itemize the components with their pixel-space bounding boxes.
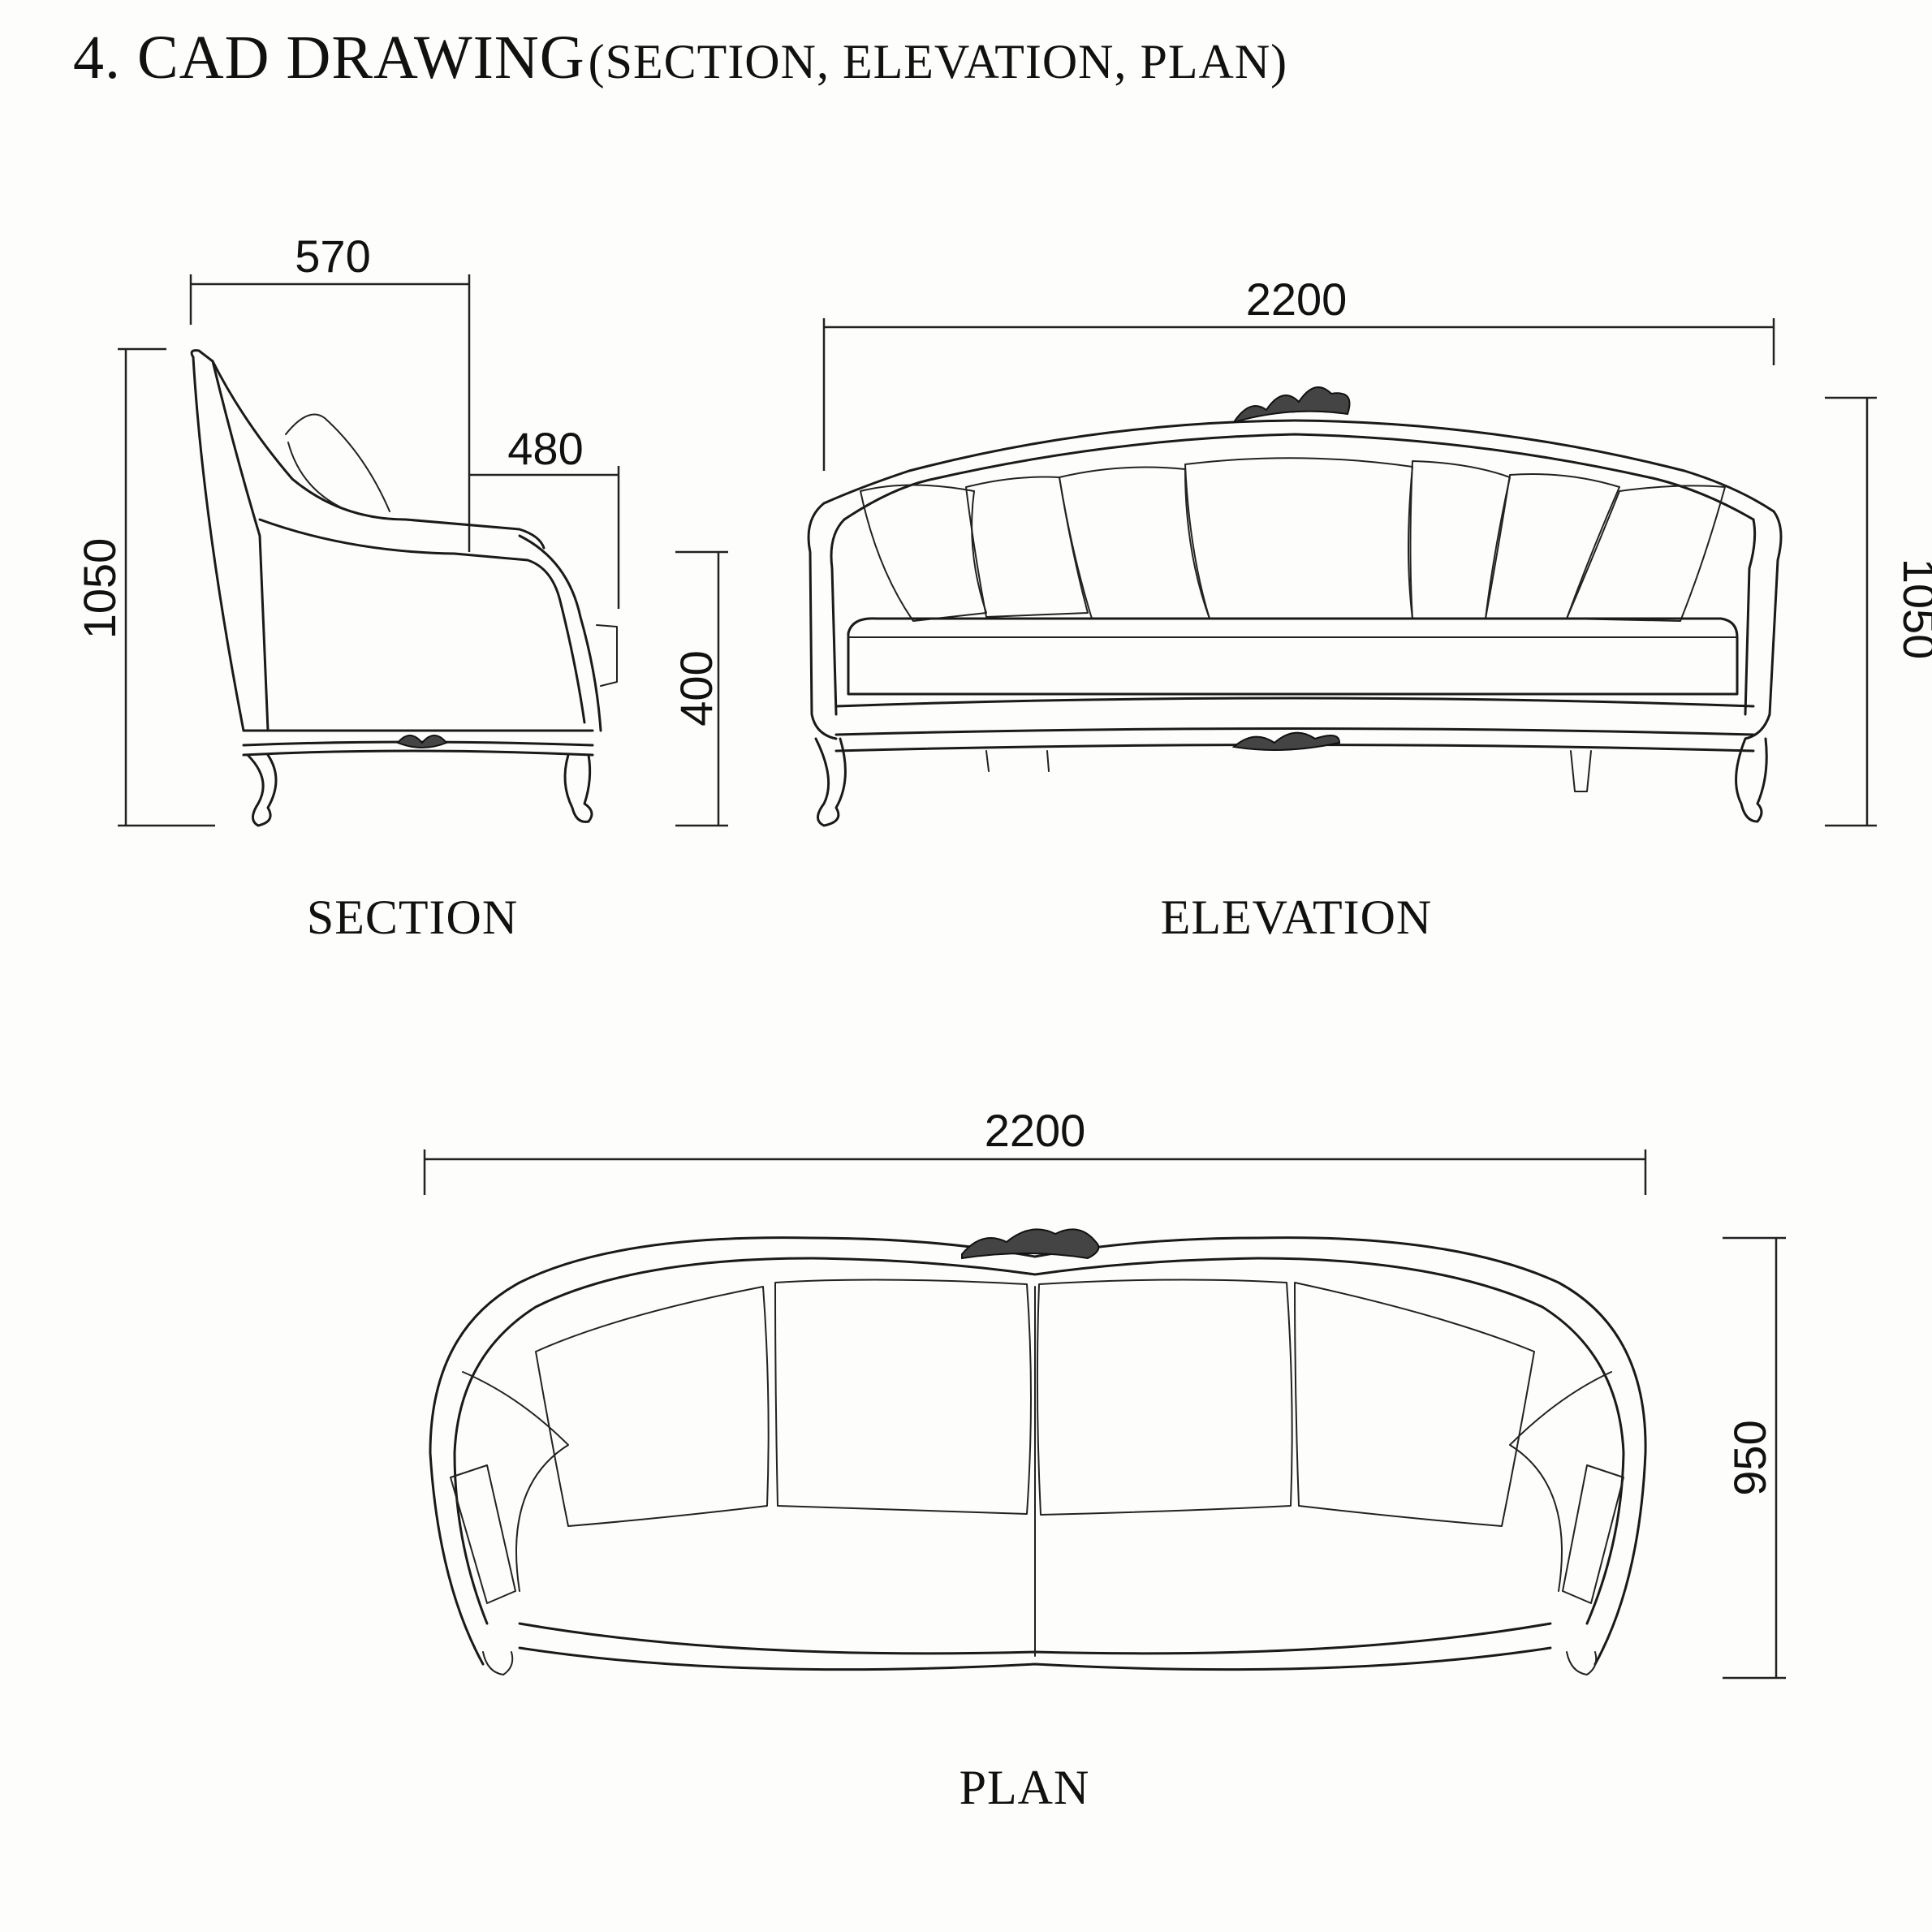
- section-seat-height-label: 400: [671, 650, 722, 726]
- drawing-title-sub: (SECTION, ELEVATION, PLAN): [588, 35, 1288, 88]
- elevation-width-label: 2200: [1246, 274, 1348, 325]
- section-view: 570 480 1050 400: [74, 231, 728, 944]
- section-dim-400: 400: [671, 550, 728, 827]
- section-height-label: 1050: [74, 538, 125, 640]
- section-depth-label: 570: [295, 231, 370, 282]
- section-dim-480: 480: [469, 423, 620, 609]
- drawing-title-main: 4. CAD DRAWING: [73, 24, 585, 92]
- plan-dim-950: 950: [1723, 1236, 1786, 1680]
- elevation-dim-1050: 1050: [1825, 396, 1932, 827]
- plan-view: 2200 950: [423, 1105, 1786, 1814]
- section-caption: SECTION: [307, 891, 518, 944]
- section-dim-1050: 1050: [74, 347, 215, 827]
- section-seat-depth-label: 480: [507, 423, 583, 474]
- plan-dim-2200: 2200: [423, 1105, 1647, 1195]
- plan-caption: PLAN: [960, 1761, 1090, 1814]
- section-sofa-profile: [190, 349, 618, 827]
- elevation-dim-2200: 2200: [822, 274, 1775, 471]
- drawing-title: 4. CAD DRAWING (SECTION, ELEVATION, PLAN…: [73, 23, 1287, 93]
- elevation-height-label: 1050: [1894, 558, 1932, 660]
- plan-depth-label: 950: [1724, 1420, 1775, 1495]
- plan-width-label: 2200: [985, 1105, 1086, 1156]
- section-dim-570: 570: [189, 231, 471, 552]
- elevation-view: 2200 1050: [807, 274, 1932, 944]
- plan-sofa: [429, 1228, 1647, 1675]
- elevation-caption: ELEVATION: [1161, 891, 1433, 944]
- elevation-sofa: [807, 386, 1783, 827]
